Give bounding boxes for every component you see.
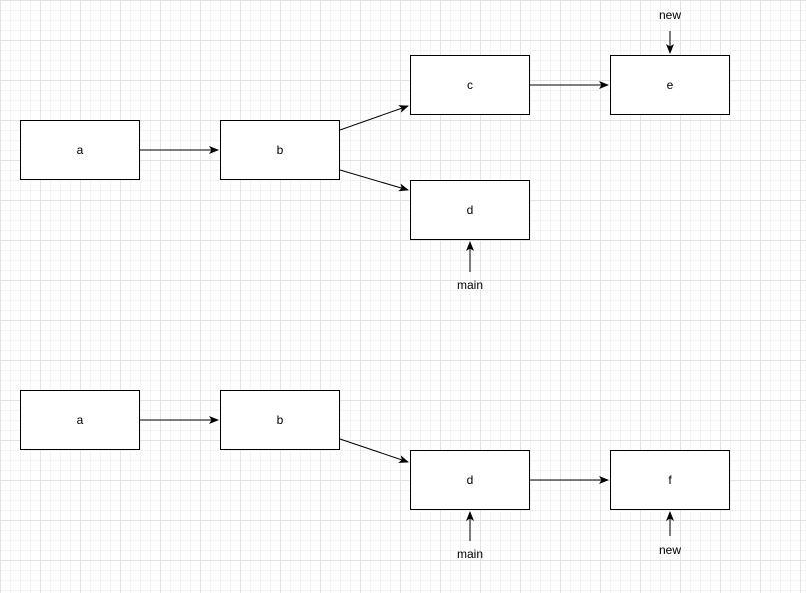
node-top-d[interactable]: d (410, 180, 530, 240)
node-bottom-a[interactable]: a (20, 390, 140, 450)
node-bottom-b[interactable]: b (220, 390, 340, 450)
node-top-b[interactable]: b (220, 120, 340, 180)
node-top-e[interactable]: e (610, 55, 730, 115)
edge-top-b-d (339, 169, 409, 192)
pointer-label-bottom-main: main (456, 547, 483, 561)
edge-top-b-c (339, 105, 409, 131)
pointer-label-top-new: new (658, 8, 681, 22)
node-bottom-d[interactable]: d (410, 450, 530, 510)
pointer-label-bottom-new: new (658, 543, 681, 557)
pointer-label-top-main: main (456, 278, 483, 292)
edge-bottom-b-d (339, 438, 409, 463)
node-top-c[interactable]: c (410, 55, 530, 115)
node-bottom-f[interactable]: f (610, 450, 730, 510)
node-top-a[interactable]: a (20, 120, 140, 180)
